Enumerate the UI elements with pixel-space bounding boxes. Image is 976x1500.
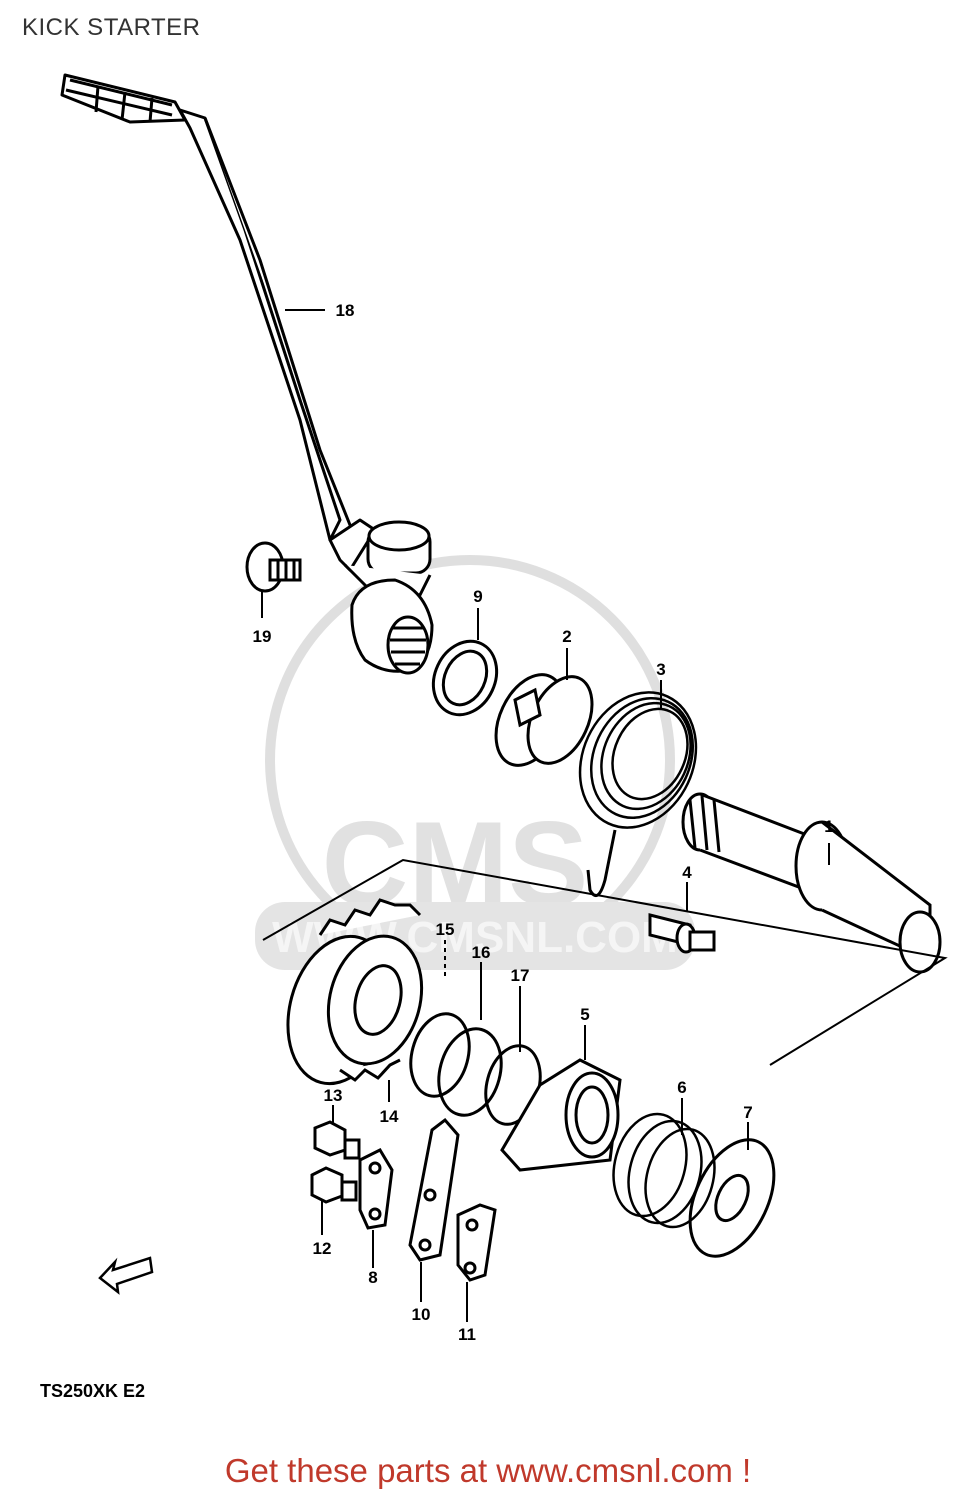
part-label-14: 14 bbox=[380, 1107, 399, 1126]
part-label-4: 4 bbox=[682, 863, 692, 882]
plate-10 bbox=[408, 1117, 460, 1262]
part-label-8: 8 bbox=[368, 1268, 377, 1287]
kick-shaft-1 bbox=[681, 792, 942, 974]
assembly-outline bbox=[262, 858, 948, 1066]
bolt-13 bbox=[313, 1120, 361, 1160]
watermark: CMS WWW.CMSNL.COM bbox=[255, 555, 695, 970]
part-label-11: 11 bbox=[458, 1325, 476, 1344]
part-label-10: 10 bbox=[412, 1305, 431, 1324]
model-code: TS250XK E2 bbox=[40, 1381, 145, 1401]
bolt-19 bbox=[245, 541, 302, 593]
part-number-labels: 1 2 3 4 5 6 7 8 9 10 11 12 13 14 15 16 1… bbox=[253, 301, 834, 1344]
plate-11 bbox=[456, 1203, 497, 1282]
stopper-5 bbox=[500, 1058, 622, 1172]
part-label-15: 15 bbox=[436, 920, 455, 939]
front-arrow-icon bbox=[98, 1256, 154, 1295]
bolt-12 bbox=[310, 1166, 358, 1204]
part-label-5: 5 bbox=[580, 1005, 589, 1024]
part-label-9: 9 bbox=[473, 587, 482, 606]
part-label-16: 16 bbox=[472, 943, 491, 962]
pin-4 bbox=[648, 913, 716, 954]
plate-8 bbox=[358, 1148, 394, 1230]
kick-gear-14 bbox=[286, 898, 424, 1086]
part-label-12: 12 bbox=[313, 1239, 332, 1258]
leader-lines bbox=[261, 309, 830, 1322]
kick-lever bbox=[60, 73, 434, 675]
part-label-6: 6 bbox=[677, 1078, 686, 1097]
oil-seal-9 bbox=[431, 639, 499, 717]
part-label-18: 18 bbox=[336, 301, 355, 320]
part-label-17: 17 bbox=[511, 966, 530, 985]
get-parts-link[interactable]: Get these parts at www.cmsnl.com ! bbox=[224, 1452, 752, 1489]
circlip-16 bbox=[409, 1012, 503, 1117]
part-label-2: 2 bbox=[562, 627, 571, 646]
part-label-13: 13 bbox=[324, 1086, 343, 1105]
page-title: KICK STARTER bbox=[22, 14, 201, 41]
part-label-19: 19 bbox=[253, 627, 272, 646]
part-label-3: 3 bbox=[656, 660, 665, 679]
part-label-7: 7 bbox=[743, 1103, 752, 1122]
kick-guide-2 bbox=[494, 673, 594, 767]
part-label-1: 1 bbox=[824, 817, 833, 836]
washer-7 bbox=[688, 1138, 776, 1258]
